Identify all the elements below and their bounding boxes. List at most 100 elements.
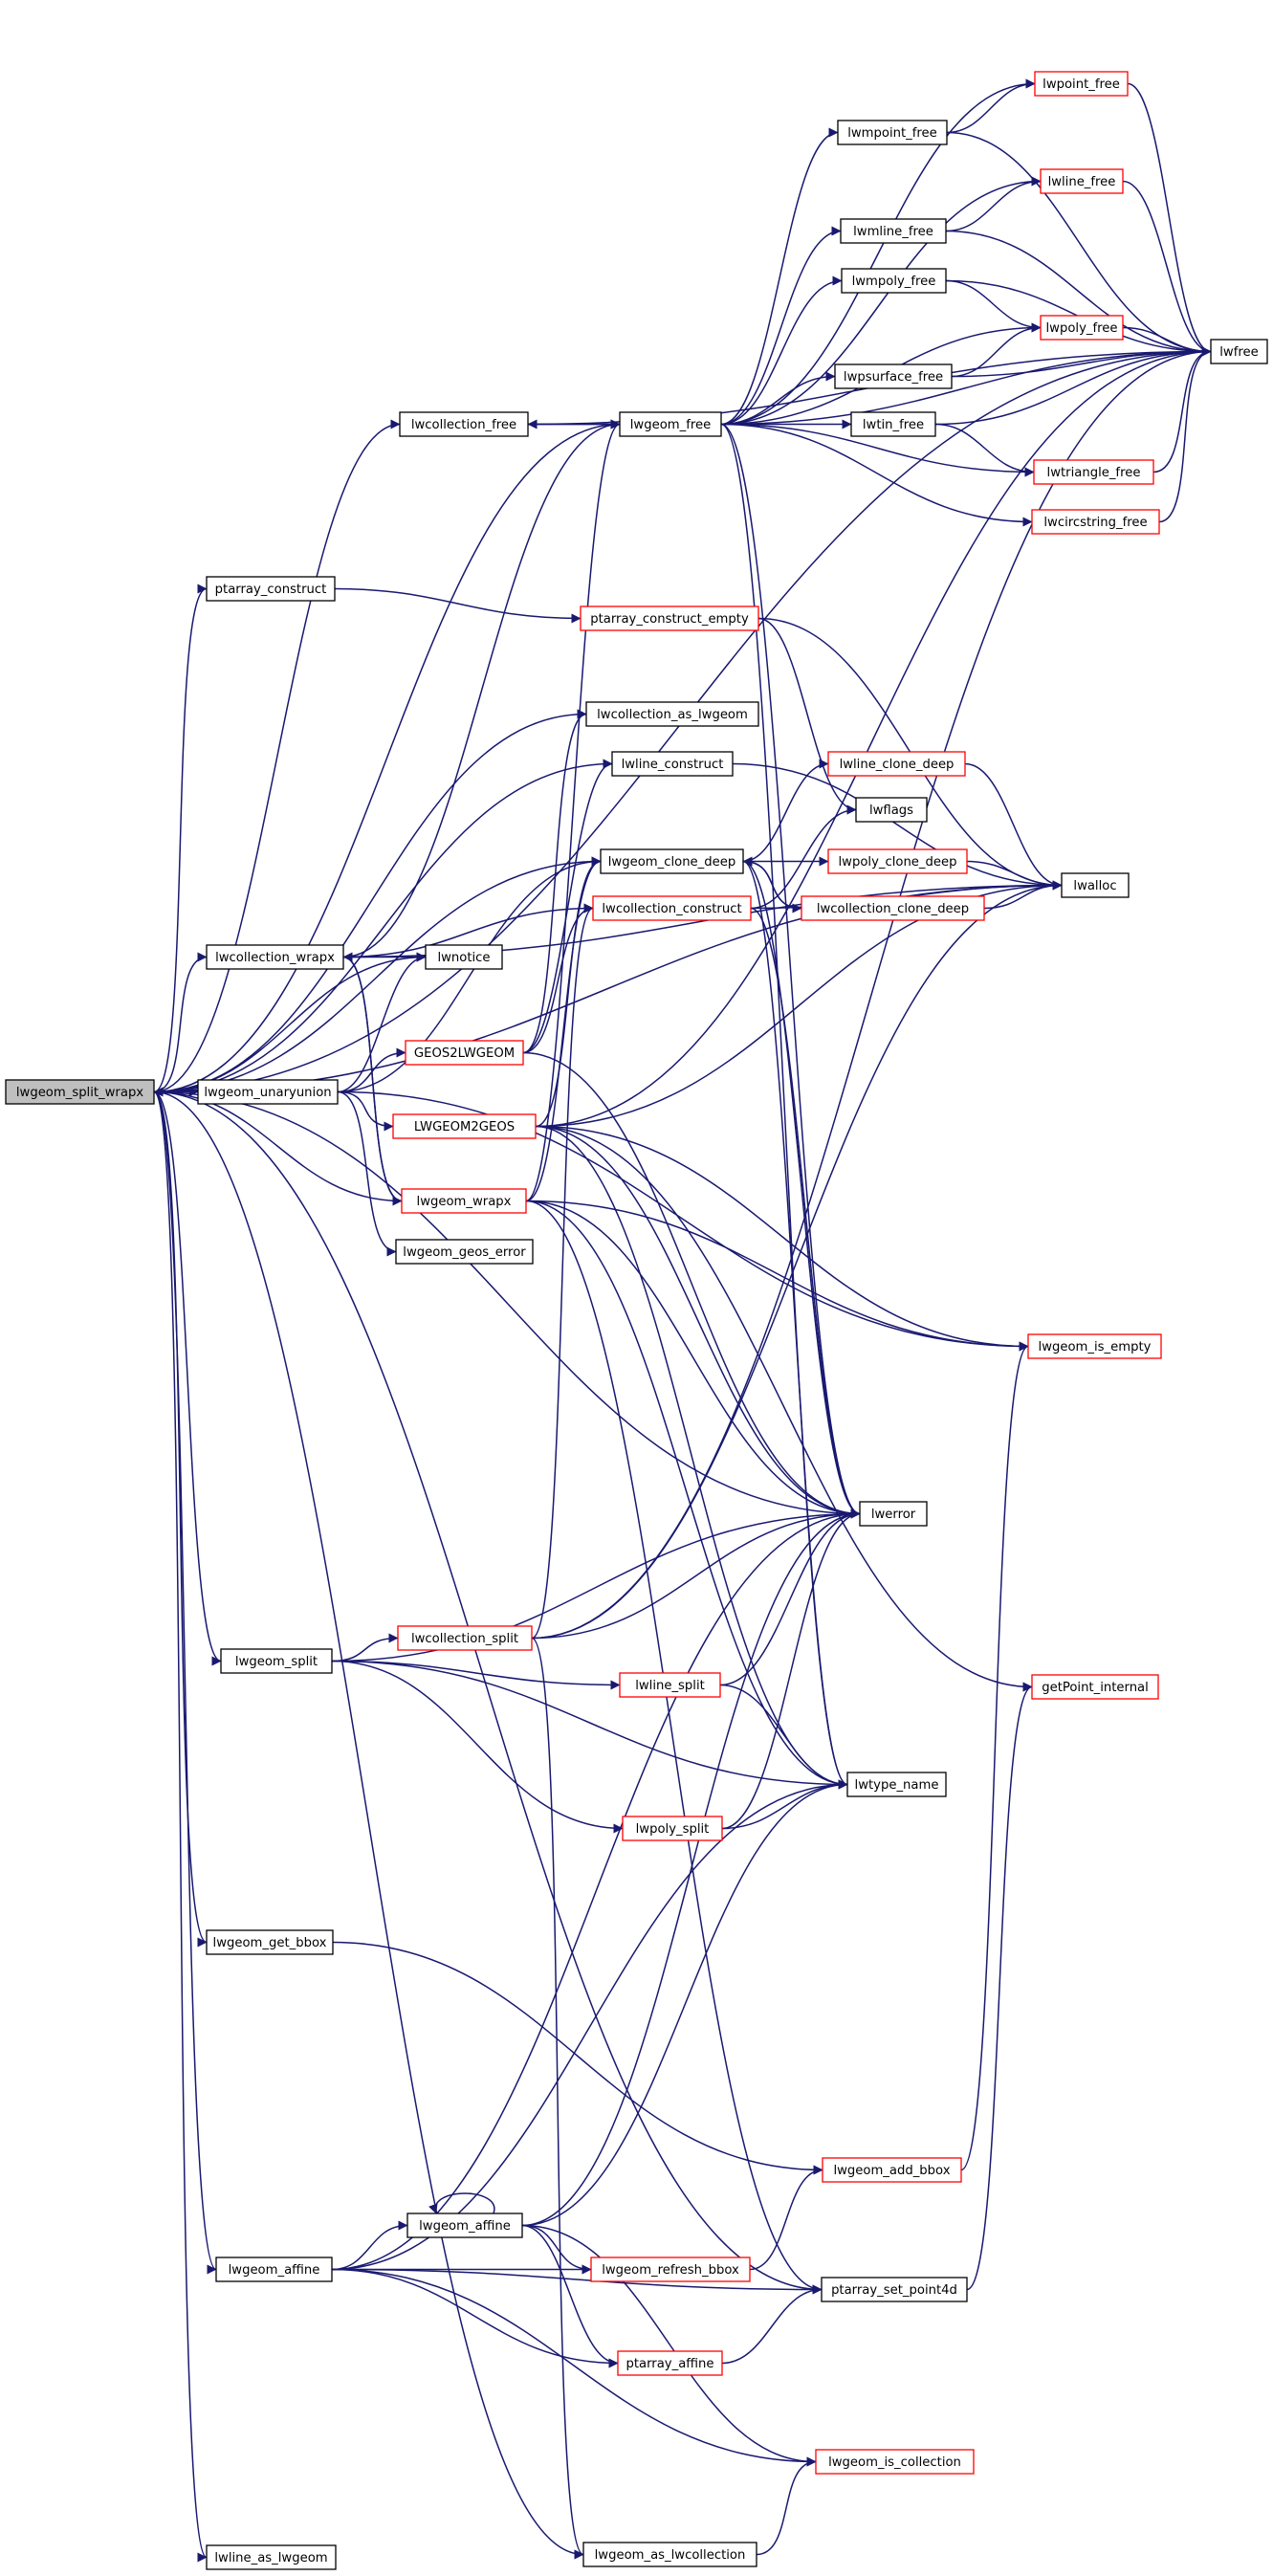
node-ptarray-construct-empty[interactable]: ptarray_construct_empty — [580, 605, 759, 631]
node-lwtriangle-free[interactable]: lwtriangle_free — [1033, 459, 1154, 485]
node-lwgeom-affine2[interactable]: lwgeom_affine — [406, 2213, 523, 2238]
node-label: lwgeom_split_wrapx — [16, 1086, 143, 1100]
call-edge-LWGEOM2GEOS-to-getPoint_internal — [535, 1125, 1033, 1692]
call-edge-ptarray_affine-to-ptarray_set_point4d — [721, 2284, 823, 2365]
node-box — [425, 944, 503, 970]
node-lwcollection-clone-deep[interactable]: lwcollection_clone_deep — [801, 895, 985, 921]
node-lwcollection-free[interactable]: lwcollection_free — [399, 411, 529, 437]
node-lwgeom-split-wrapx[interactable]: lwgeom_split_wrapx — [5, 1079, 155, 1105]
node-label: lwgeom_is_collection — [828, 2455, 961, 2470]
node-ptarray-construct[interactable]: ptarray_construct — [206, 576, 336, 602]
node-lwline-free[interactable]: lwline_free — [1040, 168, 1124, 194]
call-edge-lwmpoint_free-to-lwfree — [946, 131, 1212, 357]
node-box — [401, 1188, 527, 1214]
node-label: lwgeom_refresh_bbox — [602, 2263, 739, 2278]
node-ptarray-affine[interactable]: ptarray_affine — [617, 2350, 723, 2376]
node-lwgeom-get-bbox[interactable]: lwgeom_get_bbox — [206, 1929, 334, 1955]
node-box — [1040, 168, 1124, 194]
node-lwmpoint-free[interactable]: lwmpoint_free — [837, 120, 948, 145]
node-label: lwgeom_geos_error — [403, 1245, 526, 1260]
node-label: lwalloc — [1073, 879, 1116, 893]
node-box — [801, 895, 985, 921]
node-lwgeom-clone-deep[interactable]: lwgeom_clone_deep — [600, 848, 744, 874]
node-lwcollection-construct[interactable]: lwcollection_construct — [592, 895, 752, 921]
node-lwgeom-affine[interactable]: lwgeom_affine — [215, 2257, 333, 2282]
node-geos2lwgeom[interactable]: GEOS2LWGEOM — [405, 1040, 524, 1066]
node-lwgeom2geos[interactable]: LWGEOM2GEOS — [392, 1113, 537, 1139]
node-box — [619, 1672, 721, 1698]
call-edge-lwgeom_split_wrapx-to-lwcollection_wrapx — [153, 952, 208, 1093]
node-lwcollection-wrapx[interactable]: lwcollection_wrapx — [206, 944, 344, 970]
call-edge-LWGEOM2GEOS-to-lwfree — [535, 346, 1212, 1128]
call-edge-lwgeom_affine2-to-lwgeom_affine2 — [428, 2192, 495, 2214]
node-lwgeom-as-lwcollection[interactable]: lwgeom_as_lwcollection — [582, 2542, 757, 2567]
call-edge-lwline_construct-to-lwalloc — [732, 762, 1063, 891]
node-label: ptarray_set_point4d — [831, 2283, 957, 2298]
node-lwnotice[interactable]: lwnotice — [425, 944, 503, 970]
node-label: lwtriangle_free — [1047, 466, 1141, 480]
node-label: lwpsurface_free — [844, 370, 943, 385]
node-label: lwtype_name — [855, 1778, 939, 1793]
call-edge-GEOS2LWGEOM-to-lwcollection_as_lwgeom — [522, 709, 587, 1054]
node-lwtype-name[interactable]: lwtype_name — [846, 1772, 947, 1797]
call-edge-lwgeom_affine2-to-lwerror — [521, 1508, 861, 2227]
node-lwmline-free[interactable]: lwmline_free — [840, 218, 947, 244]
node-label: lwgeom_free — [630, 418, 711, 432]
node-box — [206, 1929, 334, 1955]
call-edge-lwgeom_split_wrapx-to-lwgeom_free — [153, 419, 621, 1093]
node-box — [1040, 315, 1124, 341]
call-edge-lwgeom_free-to-lwpoint_free — [720, 78, 1036, 426]
call-edge-lwline_split-to-lwtype_name — [719, 1684, 848, 1790]
node-getpoint-internal[interactable]: getPoint_internal — [1031, 1674, 1159, 1700]
node-lwgeom-is-collection[interactable]: lwgeom_is_collection — [815, 2449, 975, 2475]
node-lwgeom-is-empty[interactable]: lwgeom_is_empty — [1027, 1333, 1162, 1359]
node-box — [215, 2257, 333, 2282]
node-box — [397, 1625, 533, 1651]
node-box — [406, 2213, 523, 2238]
call-edge-lwpsurface_free-to-lwpoly_free — [951, 322, 1042, 378]
node-lwgeom-wrapx[interactable]: lwgeom_wrapx — [401, 1188, 527, 1214]
call-edge-lwgeom_unaryunion-to-lwnotice — [337, 952, 427, 1093]
node-lwmpoly-free[interactable]: lwmpoly_free — [841, 268, 947, 294]
node-lwgeom-free[interactable]: lwgeom_free — [619, 411, 722, 437]
call-edge-lwcollection_clone_deep-to-lwgeom_clone_deep — [742, 856, 802, 910]
node-lwerror[interactable]: lwerror — [859, 1501, 928, 1527]
call-edge-lwpoly_split-to-lwerror — [721, 1508, 861, 1830]
node-lwgeom-geos-error[interactable]: lwgeom_geos_error — [395, 1239, 534, 1265]
node-lwgeom-refresh-bbox[interactable]: lwgeom_refresh_bbox — [590, 2257, 751, 2282]
node-box — [822, 2157, 962, 2183]
call-edge-lwline_split-to-lwerror — [719, 1508, 861, 1686]
node-ptarray-set-point4d[interactable]: ptarray_set_point4d — [821, 2277, 968, 2302]
node-lwalloc[interactable]: lwalloc — [1061, 872, 1130, 898]
node-label: lwcircstring_free — [1043, 516, 1147, 530]
node-lwline-as-lwgeom[interactable]: lwline_as_lwgeom — [206, 2544, 337, 2570]
call-edge-lwcollection_split-to-lwalloc — [531, 880, 1063, 1640]
node-lwline-split[interactable]: lwline_split — [619, 1672, 721, 1698]
call-edge-lwgeom_split_wrapx-to-lwgeom_split — [153, 1090, 222, 1666]
call-edge-lwgeom_affine2-to-lwgeom_is_collection — [521, 2224, 817, 2467]
node-lwline-clone-deep[interactable]: lwline_clone_deep — [827, 751, 966, 777]
node-lwcircstring-free[interactable]: lwcircstring_free — [1031, 509, 1160, 535]
node-lwcollection-split[interactable]: lwcollection_split — [397, 1625, 533, 1651]
node-label: lwcollection_free — [411, 418, 516, 432]
node-lwpoly-clone-deep[interactable]: lwpoly_clone_deep — [827, 848, 968, 874]
node-lwpoly-split[interactable]: lwpoly_split — [622, 1816, 723, 1841]
node-box — [5, 1079, 155, 1105]
node-lwcollection-as-lwgeom[interactable]: lwcollection_as_lwgeom — [585, 701, 759, 727]
node-lwline-construct[interactable]: lwline_construct — [611, 751, 734, 777]
node-lwgeom-unaryunion[interactable]: lwgeom_unaryunion — [197, 1079, 339, 1105]
node-lwpoint-free[interactable]: lwpoint_free — [1034, 71, 1129, 97]
node-box — [859, 1501, 928, 1527]
node-lwpsurface-free[interactable]: lwpsurface_free — [834, 363, 953, 389]
node-label: lwline_clone_deep — [840, 758, 955, 772]
node-label: lwgeom_wrapx — [417, 1195, 512, 1209]
call-edge-lwgeom_split_wrapx-to-lwgeom_clone_deep — [153, 856, 602, 1093]
node-lwfree[interactable]: lwfree — [1210, 339, 1268, 364]
node-label: lwgeom_as_lwcollection — [595, 2548, 746, 2563]
node-lwtin-free[interactable]: lwtin_free — [850, 411, 936, 437]
node-lwgeom-split[interactable]: lwgeom_split — [220, 1648, 333, 1674]
call-edge-ptarray_construct_empty-to-lwflags — [757, 617, 857, 815]
node-lwpoly-free[interactable]: lwpoly_free — [1040, 315, 1124, 341]
node-lwflags[interactable]: lwflags — [855, 797, 928, 823]
node-lwgeom-add-bbox[interactable]: lwgeom_add_bbox — [822, 2157, 962, 2183]
